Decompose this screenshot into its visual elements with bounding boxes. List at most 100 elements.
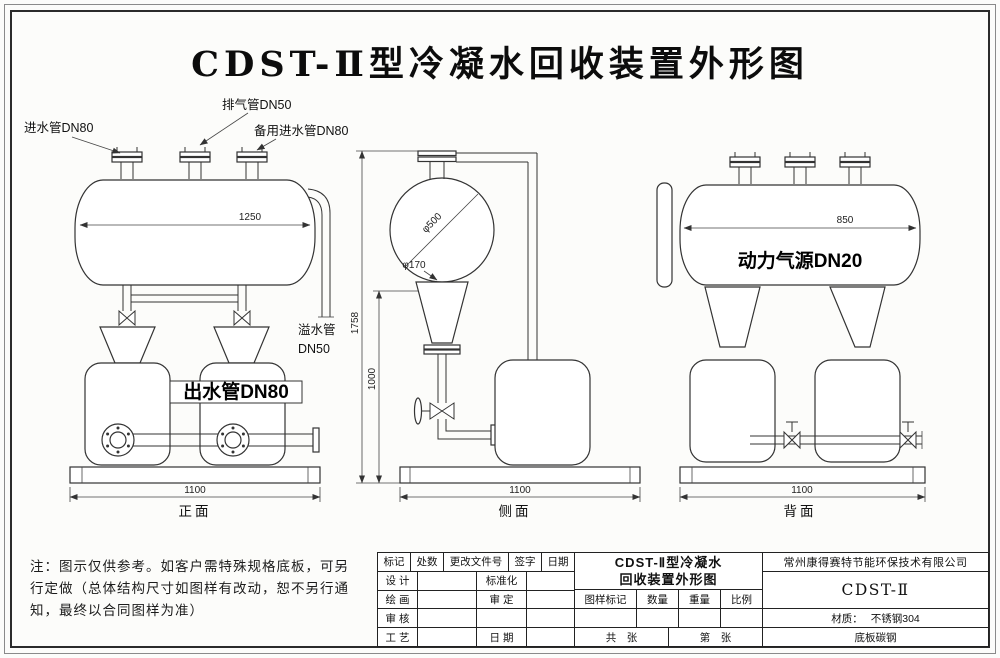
front-view-label: 正面 bbox=[179, 504, 212, 519]
back-nozzle bbox=[784, 151, 816, 185]
tb-meta-weight: 重量 bbox=[679, 590, 721, 608]
tb-drawing-name-line1: CDST-Ⅱ型冷凝水 bbox=[614, 555, 723, 570]
handwheel-icon bbox=[413, 397, 423, 425]
tb-blank-cell bbox=[527, 591, 574, 609]
note-line: 知，最终以合同图样为准） bbox=[30, 603, 204, 618]
tb-meta-drawing-mark: 图样标记 bbox=[575, 590, 637, 608]
tb-drawing-name: CDST-Ⅱ型冷凝水 回收装置外形图 bbox=[575, 553, 762, 589]
tb-blank-cell bbox=[418, 571, 477, 590]
tb-material-label: 材质： bbox=[831, 612, 863, 625]
exhaust-pipe-label: 排气管DN50 bbox=[222, 97, 292, 112]
valve-icon bbox=[429, 402, 455, 420]
outlet-label-box bbox=[169, 380, 303, 404]
tb-blank-cell bbox=[418, 628, 477, 646]
tb-blank-cell bbox=[575, 609, 637, 627]
back-base-dim: 1100 bbox=[791, 485, 813, 496]
tb-blank-cell bbox=[418, 609, 477, 628]
valve-icon bbox=[899, 430, 917, 450]
overflow-pipe bbox=[307, 188, 331, 317]
side-view: 1758 1000 φ500 φ170 bbox=[350, 150, 641, 519]
tb-blank-cell bbox=[477, 609, 527, 628]
side-top-flange bbox=[417, 150, 457, 157]
tb-blank-cell bbox=[637, 609, 679, 627]
overflow-pipe-label-2: DN50 bbox=[298, 342, 330, 356]
tb-blank-cell bbox=[418, 590, 477, 609]
exhaust-nozzle bbox=[179, 146, 211, 180]
back-nozzle bbox=[839, 151, 871, 185]
tb-blank-cell bbox=[721, 609, 762, 627]
backup-inlet-nozzle bbox=[236, 146, 268, 180]
tb-drawing-name-line2: 回收装置外形图 bbox=[619, 572, 718, 587]
tb-header-count: 处数 bbox=[411, 553, 444, 571]
tb-blank-cell bbox=[527, 572, 574, 590]
back-tank-body bbox=[679, 184, 921, 286]
inlet-pipe-label: 进水管DN80 bbox=[24, 120, 94, 135]
front-tank-body bbox=[74, 179, 316, 286]
back-base-frame bbox=[679, 466, 926, 484]
reference-note: 注：图示仅供参考。如客户需特殊规格底板，可另 行定做（总体结构尺寸如图样有改动，… bbox=[30, 556, 366, 622]
tb-header-date: 日期 bbox=[547, 556, 569, 569]
front-tank-dim: 1250 bbox=[239, 212, 262, 223]
back-vessel-left bbox=[689, 359, 776, 463]
valve-icon bbox=[118, 309, 136, 327]
title-block: 标记 处数 更改文件号 签字 日期 设 计 标准化 绘 画 审 定 审 核 bbox=[377, 552, 989, 647]
drawing-title: CDST-Ⅱ型冷凝水回收装置外形图 bbox=[191, 44, 809, 85]
back-tank-dim: 850 bbox=[837, 215, 854, 226]
side-base-dim: 1100 bbox=[509, 485, 531, 496]
tb-role-design: 设 计 bbox=[378, 571, 418, 590]
note-line: 注：图示仅供参考。如客户需特殊规格底板，可另 bbox=[30, 559, 349, 574]
tb-blank-cell bbox=[527, 628, 574, 646]
drawing-views: 1250 bbox=[24, 97, 926, 519]
tb-model: CDST-Ⅱ bbox=[841, 581, 910, 599]
outlet-end-flange bbox=[312, 427, 320, 453]
back-view-label: 背面 bbox=[784, 504, 817, 519]
overflow-pipe-label-1: 溢水管 bbox=[298, 322, 336, 337]
tb-sheet-total: 共 张 bbox=[575, 628, 669, 646]
front-base-frame bbox=[69, 466, 321, 484]
back-nozzle bbox=[729, 151, 761, 185]
tb-role-process: 工 艺 bbox=[378, 628, 418, 646]
tb-header-change-doc: 更改文件号 bbox=[444, 553, 509, 571]
back-funnel-left bbox=[704, 286, 761, 348]
side-total-height-dim: 1758 bbox=[350, 311, 361, 334]
side-base-frame bbox=[399, 466, 641, 484]
tb-role-standardize: 标准化 bbox=[477, 571, 527, 590]
side-lower-height-dim: 1000 bbox=[367, 367, 378, 390]
tb-material-value: 不锈钢304 bbox=[870, 612, 920, 625]
back-vessel-right bbox=[814, 359, 901, 463]
power-air-label: 动力气源DN20 bbox=[738, 249, 863, 272]
front-base-dim: 1100 bbox=[184, 485, 206, 496]
tb-meta-quantity: 数量 bbox=[637, 590, 679, 608]
side-vessel bbox=[494, 359, 591, 466]
tb-role-draw: 绘 画 bbox=[378, 590, 418, 609]
tb-meta-scale: 比例 bbox=[731, 593, 752, 606]
tb-material-row: 材质： 不锈钢304 bbox=[763, 609, 988, 627]
tb-blank-cell bbox=[679, 609, 721, 627]
tb-company-name: 常州康得赛特节能环保技术有限公司 bbox=[783, 557, 968, 569]
front-funnel-right bbox=[213, 326, 270, 364]
front-funnel-left bbox=[99, 326, 156, 364]
front-view: 1250 bbox=[24, 97, 349, 519]
back-funnel-right bbox=[829, 286, 886, 348]
backup-inlet-pipe-label: 备用进水管DN80 bbox=[254, 123, 349, 138]
back-view: 850 动力气源DN20 1100 bbox=[656, 151, 926, 519]
side-pipe-dim: φ170 bbox=[402, 260, 426, 271]
side-view-label: 侧面 bbox=[499, 504, 532, 519]
revision-signature-block: 标记 处数 更改文件号 签字 日期 设 计 标准化 绘 画 审 定 审 核 bbox=[378, 553, 575, 646]
side-funnel bbox=[415, 281, 469, 344]
tb-role-check: 审 核 bbox=[378, 609, 418, 628]
company-block: 常州康得赛特节能环保技术有限公司 CDST-Ⅱ 材质： 不锈钢304 底板碳钢 bbox=[763, 553, 988, 646]
tb-role-approve: 审 定 bbox=[477, 590, 527, 609]
tb-blank-cell bbox=[527, 609, 574, 627]
tb-role-date: 日 期 bbox=[477, 628, 527, 646]
valve-icon bbox=[233, 309, 251, 327]
outlet-pipe-label: 出水管DN80 bbox=[183, 380, 289, 403]
note-line: 行定做（总体结构尺寸如图样有改动，恕不另行通 bbox=[30, 581, 349, 596]
valve-icon bbox=[783, 430, 801, 450]
drawing-name-block: CDST-Ⅱ型冷凝水 回收装置外形图 图样标记 数量 重量 比例 共 张 第 张 bbox=[575, 553, 763, 646]
tb-header-signature: 签字 bbox=[509, 553, 542, 571]
tb-base-material: 底板碳钢 bbox=[854, 631, 897, 644]
tb-sheet-number: 第 张 bbox=[699, 631, 732, 644]
back-standpipe bbox=[656, 182, 673, 288]
